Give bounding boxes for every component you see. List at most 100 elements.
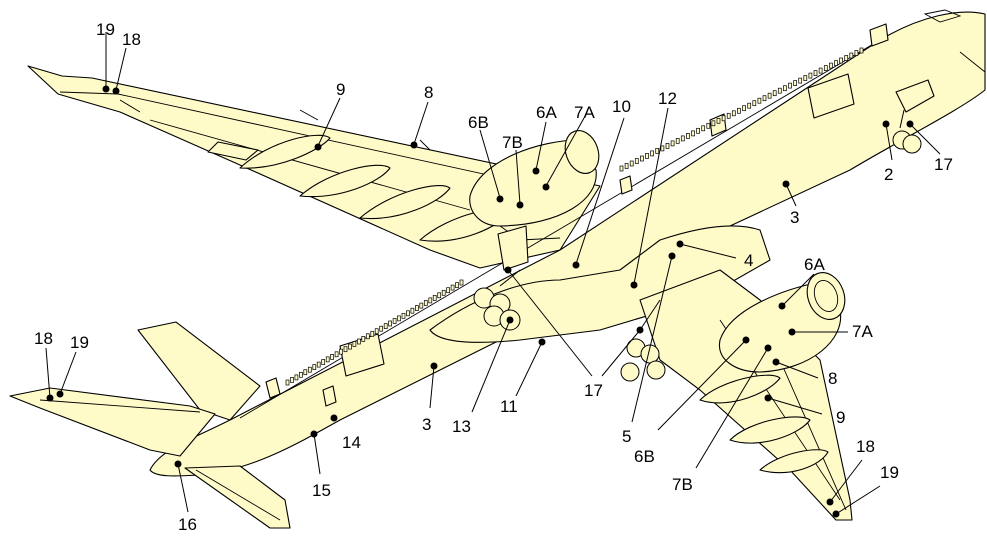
callout-6a-top: 6A [536, 103, 557, 122]
cabin-window [849, 52, 854, 59]
cabin-window [423, 300, 428, 306]
cabin-window [798, 77, 803, 84]
cabin-window [330, 354, 334, 360]
callout-leaders [45, 32, 941, 518]
cabin-window [711, 120, 716, 127]
callout-7b-lower: 7B [672, 475, 693, 494]
cabin-window [410, 307, 415, 314]
right-wing [639, 269, 853, 521]
cabin-window [446, 287, 450, 294]
cabin-window [772, 90, 777, 97]
cabin-window [686, 133, 690, 139]
cabin-window [696, 127, 700, 134]
cabin-window [415, 305, 419, 311]
cabin-window [388, 320, 392, 327]
nose-gear [892, 79, 935, 154]
callout-3-lower: 3 [422, 415, 431, 434]
cabin-window [450, 284, 455, 291]
cabin-window [379, 325, 384, 332]
fuselage [149, 9, 986, 477]
cabin-window [793, 80, 797, 86]
cabin-window [721, 115, 726, 122]
callout-7a-top: 7A [574, 103, 595, 122]
cabin-window [844, 55, 849, 61]
callout-6a-right: 6A [804, 255, 825, 274]
cabin-window [670, 140, 675, 147]
left-wing [27, 65, 601, 269]
cabin-window [634, 158, 639, 164]
cabin-window [726, 112, 731, 119]
cabin-window [339, 348, 343, 355]
cabin-window [370, 330, 375, 337]
cabin-window [383, 323, 388, 329]
cabin-window [665, 143, 670, 149]
cabin-window [655, 148, 660, 154]
callout-18-top-left: 18 [122, 30, 141, 49]
upper-engine [469, 130, 600, 241]
cabin-window [818, 67, 823, 74]
callout-17-nose: 17 [934, 155, 953, 174]
cabin-window [640, 155, 644, 162]
cabin-window [813, 70, 818, 76]
callout-7a-right: 7A [852, 322, 873, 341]
cabin-window [839, 57, 843, 64]
cabin-window [392, 318, 397, 324]
cabin-window [365, 333, 370, 340]
gear-door [497, 225, 529, 271]
cabin-window [829, 62, 833, 69]
callout-19-tail: 19 [70, 333, 89, 352]
cabin-window [428, 297, 433, 304]
cabin-window [290, 377, 294, 383]
cabin-window [312, 364, 317, 370]
cabin-window [303, 369, 308, 376]
callout-9-top: 9 [336, 80, 345, 99]
cabin-window [348, 343, 352, 350]
callout-17-bottom: 17 [584, 381, 603, 400]
cabin-window [680, 135, 685, 142]
callout-6b-top: 6B [468, 113, 489, 132]
callout-19-lower-right: 19 [880, 463, 899, 482]
cabin-window [419, 302, 424, 309]
cabin-window [334, 351, 339, 358]
cabin-window [406, 310, 410, 317]
cabin-window [660, 145, 665, 152]
cabin-window [675, 138, 680, 144]
callout-6b-lower: 6B [634, 447, 655, 466]
cabin-window [742, 105, 746, 112]
callout-9-right: 9 [836, 408, 845, 427]
cabin-window [859, 47, 864, 54]
callout-8-right: 8 [828, 369, 837, 388]
cabin-window [777, 87, 782, 94]
cabin-window [325, 356, 330, 363]
cabin-window [441, 289, 446, 296]
callout-5: 5 [622, 427, 631, 446]
cabin-window [854, 50, 859, 56]
cabin-window [757, 97, 762, 104]
callout-10: 10 [612, 97, 631, 116]
callout-3-upper: 3 [790, 208, 799, 227]
cabin-window [352, 341, 357, 347]
cabin-window [650, 150, 654, 157]
callout-8-top: 8 [424, 83, 433, 102]
callout-18-tail: 18 [34, 329, 53, 348]
main-gear-right [620, 299, 666, 382]
lower-engine [718, 272, 846, 373]
cabin-window [299, 371, 303, 378]
cabin-window [834, 60, 838, 66]
cabin-window [645, 153, 649, 159]
cabin-window [285, 379, 290, 386]
cabin-window [767, 92, 772, 99]
cabin-window [788, 82, 792, 89]
cabin-window [803, 75, 808, 81]
cabin-window [294, 374, 299, 381]
cabin-window [321, 359, 326, 365]
callout-12: 12 [658, 89, 677, 108]
cabin-window [737, 107, 741, 114]
cabin-window [731, 110, 736, 117]
callout-7b-top: 7B [502, 133, 523, 152]
cabin-window [823, 65, 828, 71]
cabin-window [752, 100, 757, 107]
cabin-window [357, 338, 361, 345]
cabin-window [316, 361, 321, 368]
